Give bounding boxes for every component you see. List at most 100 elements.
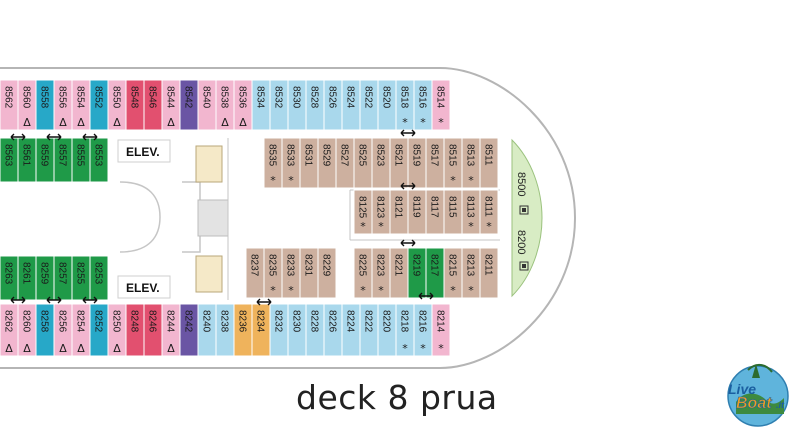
cabin-number: 8252 xyxy=(93,310,104,333)
star-marker: * xyxy=(420,116,426,129)
cabin-8257: 8257 xyxy=(53,255,73,301)
elevator-box-bottom xyxy=(117,275,171,299)
deck-caption: deck 8 prua xyxy=(296,378,498,417)
cabin-number: 8263 xyxy=(3,262,14,285)
star-marker: * xyxy=(270,174,276,187)
cabin-number: 8515 xyxy=(447,144,458,167)
cabin-number: 8125 xyxy=(357,196,368,219)
cabin-8234: 8234 xyxy=(251,303,271,357)
cabin-number: 8225 xyxy=(357,254,368,277)
accessible-marker: Δ xyxy=(5,342,13,355)
cabin-number: 8511 xyxy=(483,144,494,166)
cabin-8218: 8218* xyxy=(395,303,415,357)
cabin-number: 8111 xyxy=(483,196,494,217)
cabin-number: 8533 xyxy=(285,144,296,167)
cabin-8563: 8563 xyxy=(0,137,19,183)
cabin-8211: 8211 xyxy=(479,247,499,299)
accessible-marker: Δ xyxy=(77,116,85,129)
cabin-number: 8513 xyxy=(465,144,476,167)
cabin-8557: 8557 xyxy=(53,137,73,183)
forward-icon-top xyxy=(519,205,529,215)
cabin-number: 8542 xyxy=(183,86,194,109)
elevator-shaft xyxy=(197,199,229,237)
cabin-number: 8242 xyxy=(183,310,194,333)
cabin-number: 8256 xyxy=(57,310,68,333)
cabin-box xyxy=(317,247,337,299)
cabin-number: 8548 xyxy=(129,86,140,109)
cabin-number: 8221 xyxy=(393,254,404,277)
cabin-8235: 8235* xyxy=(263,247,283,299)
cabin-number: 8218 xyxy=(399,310,410,333)
cabin-8219: 8219 xyxy=(407,247,427,299)
cabin-number: 8521 xyxy=(393,144,404,167)
cabin-number: 8224 xyxy=(345,310,356,333)
cabin-number: 8560 xyxy=(21,86,32,109)
cabin-8525: 8525 xyxy=(353,137,373,189)
cabin-8546: 8546 xyxy=(143,79,163,131)
star-marker: * xyxy=(288,174,294,187)
cabin-number: 8260 xyxy=(21,310,32,333)
cabin-number: 8554 xyxy=(75,86,86,109)
star-marker: * xyxy=(360,284,366,297)
cabin-number: 8250 xyxy=(111,310,122,333)
accessible-marker: Δ xyxy=(59,116,67,129)
cabin-8215: 8215* xyxy=(443,247,463,299)
cabin-8113: 8113 * xyxy=(461,189,481,235)
cabin-number: 8230 xyxy=(291,310,302,333)
cabin-8236: 8236 xyxy=(233,303,253,357)
star-marker: * xyxy=(468,284,474,297)
cabin-number: 8556 xyxy=(57,86,68,109)
cabin-8255: 8255 xyxy=(71,255,91,301)
cabin-number: 8562 xyxy=(3,86,14,109)
cabin-number: 8240 xyxy=(201,310,212,333)
cabin-number: 8254 xyxy=(75,310,86,333)
cabin-8258: 8258 xyxy=(35,303,55,357)
star-marker: * xyxy=(378,284,384,297)
cabin-box xyxy=(431,79,451,131)
forward-lounge-label-top: 8500 xyxy=(515,172,527,196)
cabin-number: 8236 xyxy=(237,310,248,333)
connector-markers xyxy=(10,129,434,306)
cabin-8515: 8515* xyxy=(443,137,463,189)
cabin-8561: 8561 xyxy=(17,137,37,183)
cabin-number: 8215 xyxy=(447,254,458,277)
cabin-8528: 8528 xyxy=(305,79,325,131)
cabin-number: 8257 xyxy=(57,262,68,285)
cabin-number: 8522 xyxy=(363,86,374,109)
cabin-8524: 8524 xyxy=(341,79,361,131)
cabin-8224: 8224 xyxy=(341,303,361,357)
cabin-8213: 8213* xyxy=(461,247,481,299)
cabin-8555: 8555 xyxy=(71,137,91,183)
cabin-number: 8538 xyxy=(219,86,230,109)
svg-text:Boat: Boat xyxy=(736,395,772,412)
cabin-8516: 8516* xyxy=(413,79,433,131)
cabin-8237: 8237 xyxy=(245,247,265,299)
cabin-number: 8520 xyxy=(381,86,392,109)
cabin-number: 8115 xyxy=(447,196,458,218)
connecting-arrow-icon xyxy=(10,296,26,304)
connecting-arrow-icon xyxy=(82,296,98,304)
cabin-8513: 8513* xyxy=(461,137,481,189)
cabin-number: 8113 xyxy=(465,196,476,218)
star-marker: * xyxy=(468,220,474,233)
cabin-number: 8222 xyxy=(363,310,374,333)
accessible-marker: Δ xyxy=(23,342,31,355)
cabin-number: 8524 xyxy=(345,86,356,109)
cabin-number: 8219 xyxy=(411,254,422,277)
star-marker: * xyxy=(438,116,444,129)
cabin-8523: 8523 xyxy=(371,137,391,189)
cabin-8540: 8540 xyxy=(197,79,217,131)
cabin-number: 8526 xyxy=(327,86,338,109)
forward-lounge-label-bottom: 8200 xyxy=(515,230,527,254)
cabin-8511: 8511 xyxy=(479,137,499,189)
cabin-number: 8514 xyxy=(435,86,446,109)
cabin-number: 8544 xyxy=(165,86,176,109)
accessible-marker: Δ xyxy=(23,116,31,129)
cabin-8514: 8514 * xyxy=(431,79,451,131)
cabin-8558: 8558 xyxy=(35,79,55,131)
